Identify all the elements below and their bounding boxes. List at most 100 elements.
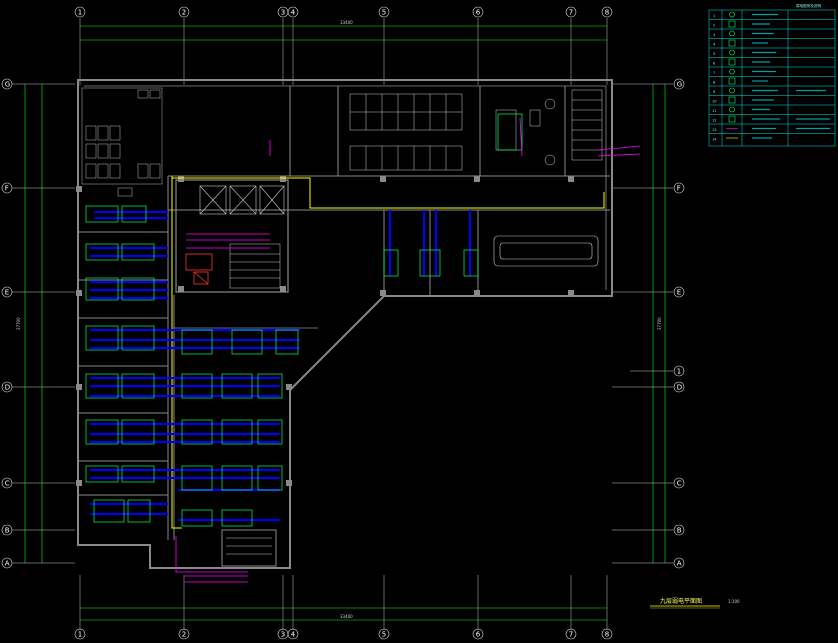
axis-bubble-right-A: A	[673, 557, 685, 569]
svg-text:4: 4	[291, 631, 296, 639]
axis-bubble-A: A	[1, 557, 13, 569]
structural-columns	[76, 176, 574, 486]
core-stairs	[229, 243, 281, 289]
axis-bubble-right-extra: 1	[673, 365, 685, 377]
building-walls	[77, 79, 613, 569]
legend-row-number: 6	[713, 62, 716, 66]
svg-text:2: 2	[182, 9, 186, 17]
axis-bubble-right-F: F	[673, 182, 685, 194]
north-east-stairs	[571, 89, 603, 161]
legend-description-strokes	[752, 13, 830, 139]
axis-bubble-bottom-2: 2	[178, 628, 190, 640]
top-axis-grid	[79, 18, 608, 85]
legend-row-number: 13	[712, 128, 717, 132]
bottom-dimension-lines	[80, 607, 607, 621]
bottom-axis-bubbles: 1 2 3 4 5 6 7 8	[74, 628, 613, 640]
svg-text:F: F	[677, 185, 681, 193]
axis-bubble-right-D: D	[673, 381, 685, 393]
axis-bubble-C: C	[1, 477, 13, 489]
legend-table	[708, 9, 836, 147]
axis-bubble-right-G: G	[673, 78, 685, 90]
axis-bubble-bottom-8: 8	[601, 628, 613, 640]
legend-row-number: 1	[713, 14, 715, 18]
axis-bubble-bottom-6: 6	[472, 628, 484, 640]
legend-row-number: 14	[712, 138, 717, 142]
legend-symbols	[726, 11, 738, 139]
svg-text:3: 3	[281, 9, 285, 17]
axis-bubble-6: 6	[472, 6, 484, 18]
svg-text:6: 6	[476, 9, 481, 17]
legend-row-number: 12	[712, 119, 717, 123]
svg-text:E: E	[677, 289, 681, 297]
legend-row-number: 7	[713, 71, 715, 75]
lecture-seating	[349, 93, 463, 171]
axis-bubble-1: 1	[74, 6, 86, 18]
axis-bubble-7: 7	[565, 6, 577, 18]
axis-bubble-right-E: E	[673, 286, 685, 298]
axis-bubble-2: 2	[178, 6, 190, 18]
axis-bubble-F: F	[1, 182, 13, 194]
weak-current-trunk	[171, 176, 605, 529]
legend-row-number: 5	[713, 52, 715, 56]
svg-text:5: 5	[382, 631, 386, 639]
svg-text:B: B	[5, 527, 10, 535]
axis-bubble-bottom-7: 7	[565, 628, 577, 640]
top-dimension-lines	[80, 25, 607, 41]
legend-row-number: 3	[713, 33, 715, 37]
axis-bubble-4: 4	[287, 6, 299, 18]
svg-text:5: 5	[382, 9, 386, 17]
svg-text:8: 8	[605, 9, 609, 17]
axis-bubble-E: E	[1, 286, 13, 298]
svg-text:B: B	[677, 527, 682, 535]
right-dimension-lines	[652, 84, 666, 563]
left-axis-bubbles: G F E D C B A	[1, 78, 13, 569]
svg-text:G: G	[5, 81, 10, 89]
legend-row-number: 4	[713, 43, 716, 47]
legend-row-number: 9	[713, 90, 716, 94]
axis-bubble-bottom-3: 3	[277, 628, 289, 640]
svg-text:A: A	[5, 560, 10, 568]
bottom-axis-grid	[79, 575, 608, 630]
svg-text:4: 4	[291, 9, 296, 17]
svg-text:D: D	[5, 384, 10, 392]
axis-bubble-5: 5	[378, 6, 390, 18]
workstations	[85, 113, 523, 527]
bottom-total-dimension: 33400	[340, 614, 353, 619]
top-total-dimension: 33400	[340, 20, 353, 25]
axis-bubble-right-C: C	[673, 477, 685, 489]
axis-bubble-bottom-1: 1	[74, 628, 86, 640]
drawing-scale: 1:100	[728, 599, 740, 604]
data-outlets	[175, 117, 641, 583]
top-axis-bubbles: 1 2 3 4 5 6 7 8	[74, 6, 613, 18]
conference-table	[493, 235, 599, 267]
axis-bubble-bottom-4: 4	[287, 628, 299, 640]
electrical-panels	[185, 253, 213, 285]
drawing-title: 九层弱电平面图	[660, 597, 702, 605]
legend-row-number: 2	[713, 24, 715, 28]
svg-text:C: C	[677, 480, 682, 488]
svg-text:2: 2	[182, 631, 186, 639]
legend-title: 弱电图例及说明	[796, 3, 822, 8]
axis-bubble-B: B	[1, 524, 13, 536]
executive-office	[495, 98, 556, 166]
svg-text:1: 1	[78, 9, 82, 17]
axis-bubble-G: G	[1, 78, 13, 90]
svg-text:6: 6	[476, 631, 481, 639]
axis-bubble-bottom-5: 5	[378, 628, 390, 640]
svg-text:D: D	[677, 384, 682, 392]
legend-row-number: 10	[712, 100, 717, 104]
right-axis-grid	[612, 83, 673, 564]
toilet-block	[81, 87, 163, 197]
legend-row-numbers: 1 2 3 4 5 6 7 8 9 10 11 12 13 14	[712, 14, 717, 142]
svg-text:E: E	[5, 289, 9, 297]
right-axis-bubbles: G F E 1 D C B A	[673, 78, 685, 569]
svg-text:C: C	[5, 480, 10, 488]
axis-bubble-D: D	[1, 381, 13, 393]
left-axis-grid	[12, 83, 75, 564]
svg-text:1: 1	[677, 368, 681, 376]
axis-bubble-3: 3	[277, 6, 289, 18]
svg-text:8: 8	[605, 631, 609, 639]
right-total-dimension: 37700	[657, 317, 662, 330]
left-dimension-lines	[24, 84, 43, 563]
